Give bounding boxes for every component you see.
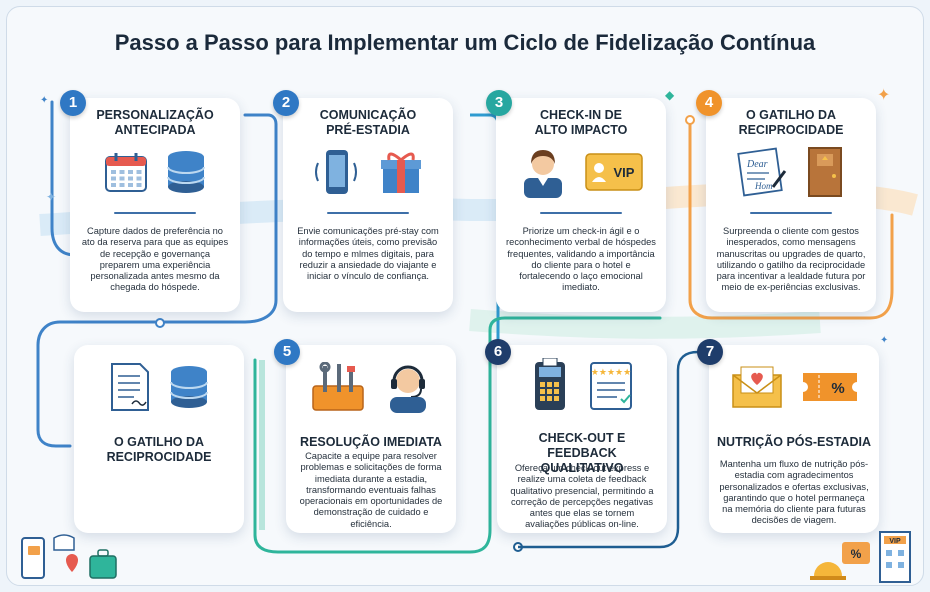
svg-text:%: % [851,547,862,561]
step-description: Surpreenda o cliente com gestos inespera… [716,226,866,293]
step-icons [293,146,443,202]
database-icon [168,364,210,415]
step-number-badge: 1 [60,90,86,116]
step-card-8: 7% NUTRIÇÃO PÓS-ESTADIA Mantenha um fluxo … [697,339,879,533]
svg-text:VIP: VIP [889,538,901,545]
step-icons [80,146,230,202]
hotel-door-icon [805,146,845,203]
document-icon [108,362,152,417]
coupon-icon [842,542,870,564]
step-description: Envie comunicações pré-stay com informaç… [297,226,439,282]
discount-ticket-icon: % [801,367,859,412]
toolbox-icon [309,361,367,417]
step-description: Mantenha um fluxo de nutrição pós-estadi… [719,459,869,526]
step-number-badge: 5 [274,339,300,365]
step-icons: ★★★★★ [507,357,657,417]
step-description: Capture dados de preferência no ato da r… [81,226,229,293]
step-number-badge: 6 [485,339,511,365]
vip-card-icon: VIP [584,152,644,197]
divider [114,212,196,214]
sparkle-icon: ✦ [880,335,889,346]
step-title: NUTRIÇÃO PÓS-ESTADIA [717,435,871,449]
path-orange [688,123,894,320]
step-icons: VIP [506,146,656,202]
divider [540,212,622,214]
feedback-form-icon: ★★★★★ [587,359,635,416]
phone-icon [21,537,45,579]
step-description: Priorize um check-in ágil e o reconhecim… [506,226,656,293]
step-number-badge: 4 [696,90,722,116]
service-bell-icon [814,562,842,576]
calendar-icon [103,149,149,200]
path-teal [253,316,662,554]
divider [750,212,832,214]
database-icon [165,149,207,200]
sparkle-icon: ✦ [877,87,891,104]
footer-left-icons [21,534,117,579]
gift-icon [378,148,424,201]
love-letter-icon [729,363,785,416]
step-number-badge: 2 [273,90,299,116]
sparkle-icon: ◆ [665,88,675,102]
step-icons: % [719,361,869,417]
receptionist-icon [518,146,568,203]
support-agent-icon [383,361,433,418]
step-number-badge: 7 [697,339,723,365]
vip-label: VIP [614,165,635,180]
footer-right-icons: % VIP [810,531,911,583]
svg-text:Dear: Dear [746,159,768,170]
svg-text:%: % [831,380,844,397]
location-pin-icon [66,554,78,572]
svg-text:★★★★★: ★★★★★ [591,367,631,377]
step-number-badge: 3 [486,90,512,116]
divider [327,212,409,214]
step-icons [296,361,446,417]
svg-text:Hom: Hom [754,181,773,191]
card-terminal-icon [529,357,571,417]
smartphone-icon [312,147,362,202]
step-description: Ofereça um check-out express e realize u… [510,463,654,530]
page-title: Passo a Passo para Implementar um Ciclo … [114,30,816,55]
step-title: RESOLUÇÃO IMEDIATA [300,435,442,449]
step-description: Capacite a equipe para resolver problema… [299,451,443,529]
sparkle-icon: ✦ [46,190,57,204]
sparkle-icon: ✦ [40,95,49,106]
suitcase-icon [89,555,117,579]
step-icons [84,361,234,417]
